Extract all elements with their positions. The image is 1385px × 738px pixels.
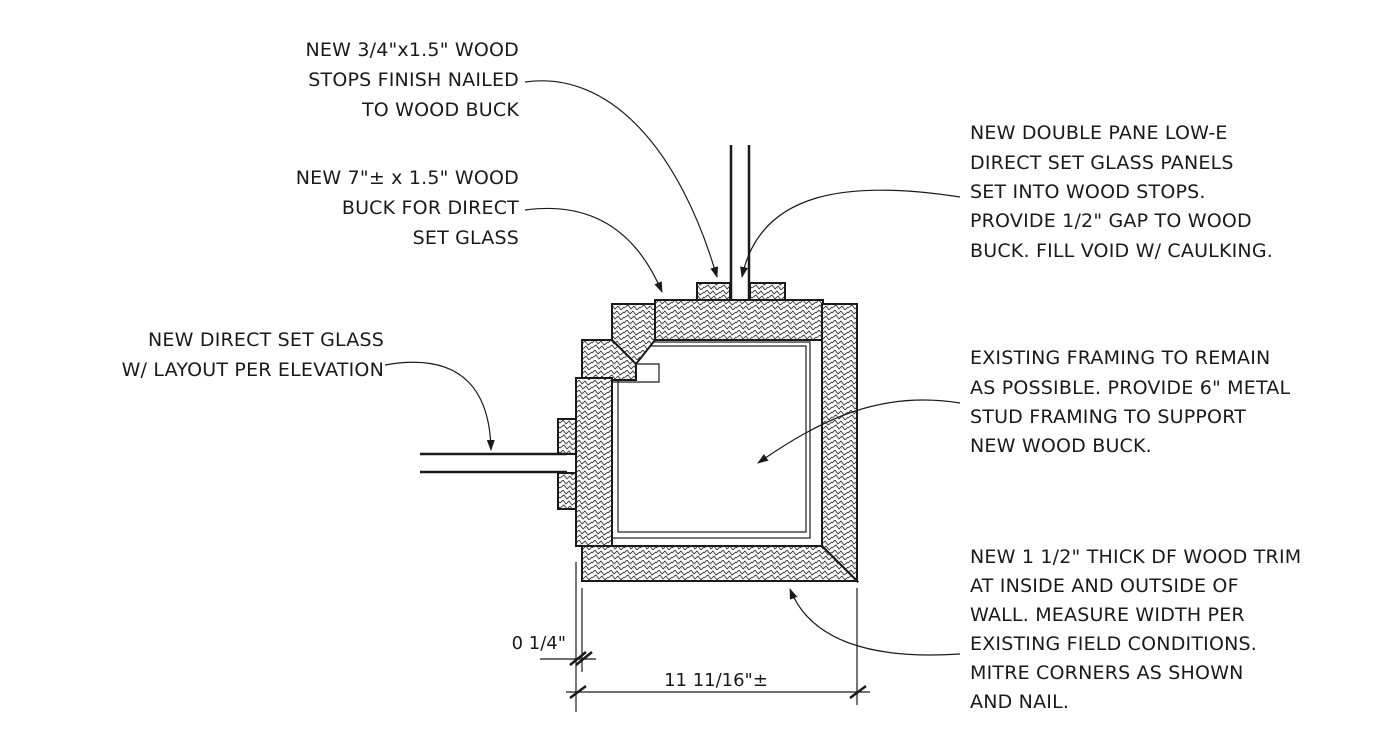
trim-left: [575, 377, 613, 547]
trim-bottom: [581, 545, 860, 582]
svg-text:W/ LAYOUT PER ELEVATION: W/ LAYOUT PER ELEVATION: [122, 359, 384, 381]
svg-text:SET GLASS: SET GLASS: [413, 227, 519, 249]
svg-text:AS POSSIBLE. PROVIDE 6" METAL: AS POSSIBLE. PROVIDE 6" METAL: [970, 377, 1290, 399]
svg-text:MITRE CORNERS AS SHOWN: MITRE CORNERS AS SHOWN: [970, 662, 1244, 684]
note-existing-framing: EXISTING FRAMING TO REMAIN AS POSSIBLE. …: [970, 347, 1290, 457]
stepped-buck: [581, 303, 660, 398]
svg-text:BUCK FOR DIRECT: BUCK FOR DIRECT: [342, 197, 519, 219]
glass-panel-vertical: [729, 145, 751, 300]
svg-text:AND NAIL.: AND NAIL.: [970, 691, 1069, 713]
svg-text:NEW 3/4"x1.5" WOOD: NEW 3/4"x1.5" WOOD: [305, 39, 519, 61]
gap-dimension-label: 0 1/4": [512, 633, 566, 654]
svg-text:NEW 1 1/2" THICK DF WOOD TRIM: NEW 1 1/2" THICK DF WOOD TRIM: [970, 546, 1301, 568]
svg-text:NEW 7"± x 1.5" WOOD: NEW 7"± x 1.5" WOOD: [296, 167, 519, 189]
svg-text:NEW DIRECT SET GLASS: NEW DIRECT SET GLASS: [148, 329, 384, 351]
svg-text:WALL. MEASURE WIDTH PER: WALL. MEASURE WIDTH PER: [970, 604, 1245, 626]
wood-stops-left: [557, 418, 577, 510]
note-wood-stops: NEW 3/4"x1.5" WOOD STOPS FINISH NAILED T…: [305, 39, 519, 121]
svg-text:SET INTO WOOD STOPS.: SET INTO WOOD STOPS.: [970, 181, 1206, 203]
trim-right: [821, 303, 858, 584]
width-dimension-label: 11 11/16"±: [664, 670, 768, 691]
note-direct-set-glass: NEW DIRECT SET GLASS W/ LAYOUT PER ELEVA…: [122, 329, 384, 381]
svg-text:NEW DOUBLE PANE LOW-E: NEW DOUBLE PANE LOW-E: [970, 122, 1228, 144]
wood-buck: [654, 299, 824, 341]
glass-panel-horizontal: [420, 452, 567, 474]
svg-text:NEW WOOD BUCK.: NEW WOOD BUCK.: [970, 435, 1152, 457]
note-wood-trim: NEW 1 1/2" THICK DF WOOD TRIM AT INSIDE …: [970, 546, 1301, 713]
note-wood-buck: NEW 7"± x 1.5" WOOD BUCK FOR DIRECT SET …: [296, 167, 519, 249]
svg-text:PROVIDE 1/2" GAP TO WOOD: PROVIDE 1/2" GAP TO WOOD: [970, 210, 1252, 232]
svg-text:STOPS FINISH NAILED: STOPS FINISH NAILED: [308, 69, 519, 91]
svg-text:TO WOOD BUCK: TO WOOD BUCK: [361, 99, 519, 121]
dimension-width: 11 11/16"±: [566, 562, 870, 712]
dimension-gap: 0 1/4": [512, 633, 596, 666]
note-double-pane-glass: NEW DOUBLE PANE LOW-E DIRECT SET GLASS P…: [970, 122, 1273, 262]
svg-text:EXISTING FIELD CONDITIONS.: EXISTING FIELD CONDITIONS.: [970, 633, 1257, 655]
svg-text:EXISTING FRAMING TO REMAIN: EXISTING FRAMING TO REMAIN: [970, 347, 1270, 369]
leader-lines: [384, 80, 961, 656]
svg-text:BUCK. FILL VOID W/ CAULKING.: BUCK. FILL VOID W/ CAULKING.: [970, 240, 1273, 262]
svg-text:DIRECT SET GLASS PANELS: DIRECT SET GLASS PANELS: [970, 152, 1234, 174]
framing-outline: [611, 341, 811, 539]
wood-stops-top: [696, 282, 786, 301]
svg-text:STUD FRAMING TO SUPPORT: STUD FRAMING TO SUPPORT: [970, 406, 1246, 428]
svg-text:AT INSIDE AND OUTSIDE OF: AT INSIDE AND OUTSIDE OF: [970, 575, 1239, 597]
